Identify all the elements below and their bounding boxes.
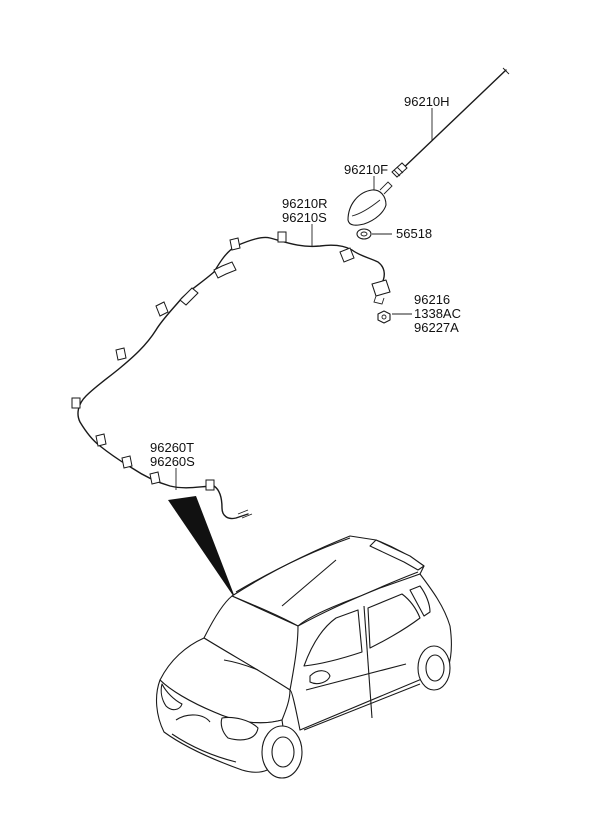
part-labels: 96210H 96210F 96210R 96210S 56518 96216 …: [150, 94, 461, 469]
antenna-base: [347, 181, 393, 226]
label-nut: 96216: [414, 292, 450, 307]
label-bolt: 1338AC: [414, 306, 461, 321]
washer: [356, 228, 372, 240]
leader-lines: [175, 108, 433, 490]
feeder-cable: [213, 231, 391, 305]
label-antenna-rod: 96210H: [404, 94, 450, 109]
label-feeder-cable-2: 96210S: [282, 210, 327, 225]
pointer-wedge: [168, 496, 236, 600]
label-extension-cable-1: 96260T: [150, 440, 194, 455]
extension-cable: [71, 271, 253, 520]
label-feeder-cable-1: 96210R: [282, 196, 328, 211]
nut-bolt: [377, 310, 391, 324]
label-washer: 56518: [396, 226, 432, 241]
car-illustration: [155, 535, 452, 779]
label-bracket: 96227A: [414, 320, 459, 335]
label-extension-cable-2: 96260S: [150, 454, 195, 469]
antenna-rod: [391, 67, 510, 178]
label-antenna-base: 96210F: [344, 162, 388, 177]
